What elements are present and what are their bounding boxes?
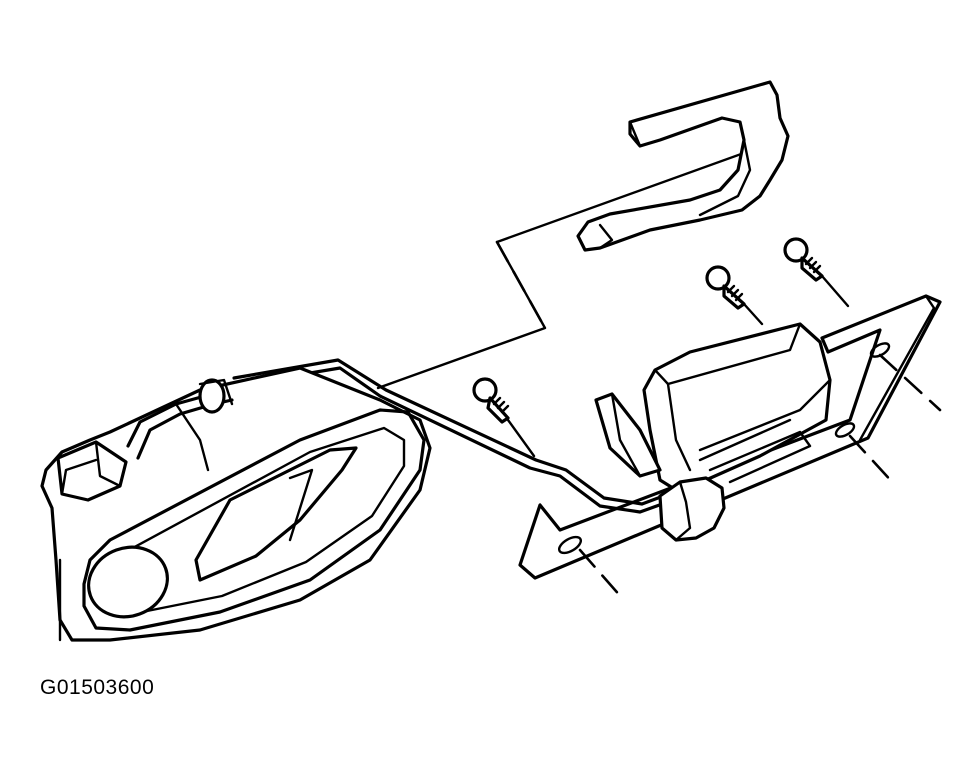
handle-bezel [576,80,790,252]
screw-upper-right [783,237,850,308]
actuator-rod [230,358,692,514]
screw-lower [472,377,536,458]
bezel-leader-line [376,138,782,390]
latch-housing [594,322,832,492]
door-handle [40,366,432,642]
figure-id-label: G01503600 [40,676,155,699]
rod-retainer-clip [658,476,726,542]
screw-upper-left [705,265,764,326]
mounting-plate [518,294,942,600]
